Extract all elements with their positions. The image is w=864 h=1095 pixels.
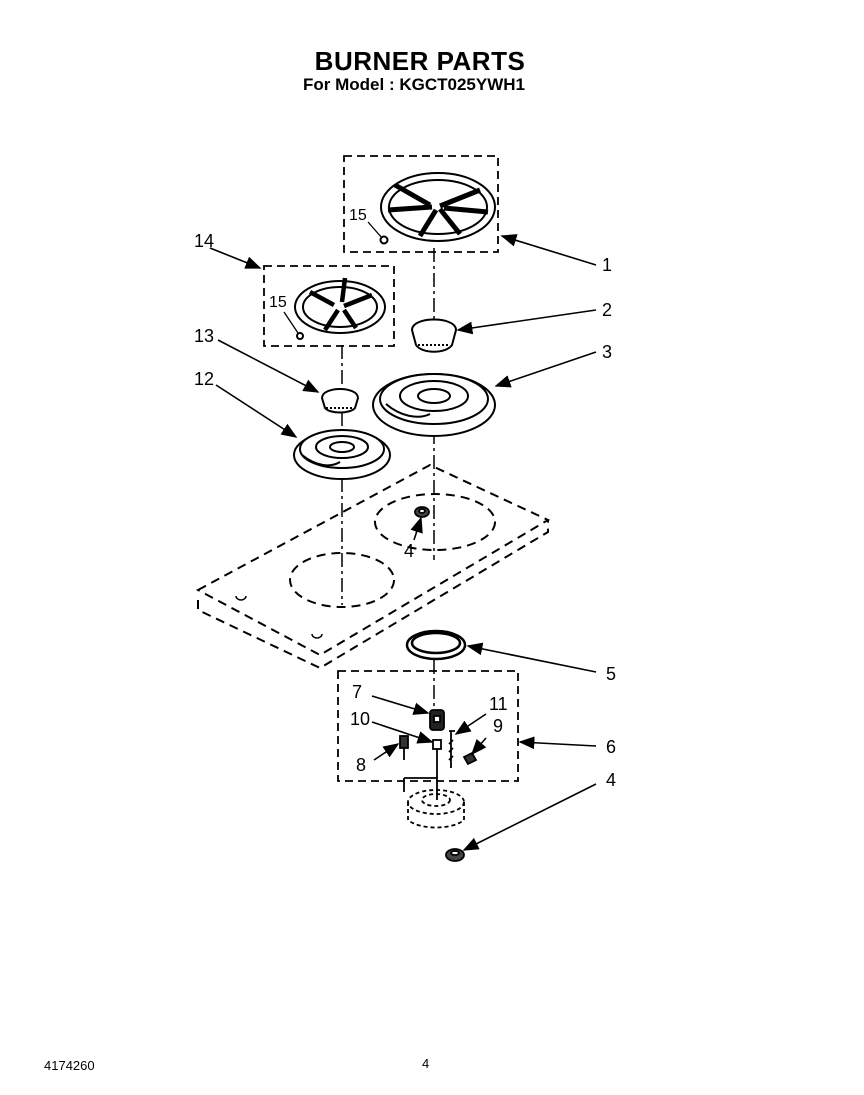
callout-9: 9 xyxy=(493,716,503,736)
small-grate-box xyxy=(263,265,395,347)
orifice-assembly-box xyxy=(337,670,519,782)
callout-1: 1 xyxy=(602,255,612,275)
small-burner-cap xyxy=(320,388,360,414)
callout-12: 12 xyxy=(194,369,214,389)
orifice-assembly-parts xyxy=(399,709,478,800)
cooktop-knob-marks xyxy=(235,595,323,639)
small-burner-grate xyxy=(294,277,386,340)
center-lines xyxy=(341,248,435,706)
callout-5: 5 xyxy=(606,664,616,684)
grate-locator-leaders xyxy=(283,221,383,334)
large-grate-box xyxy=(343,155,499,253)
callout-13: 13 xyxy=(194,326,214,346)
callout-4-upper: 4 xyxy=(404,541,414,561)
callout-6: 6 xyxy=(606,737,616,757)
model-subtitle: For Model : KGCT025YWH1 xyxy=(303,75,525,94)
callout-4-lower: 4 xyxy=(606,770,616,790)
gasket-ring xyxy=(405,629,467,661)
callout-14: 14 xyxy=(194,231,214,251)
page-title: BURNER PARTS xyxy=(314,46,526,76)
callout-15-large-grate: 15 xyxy=(349,207,367,224)
page-number: 4 xyxy=(422,1056,430,1071)
burner-valve-base xyxy=(407,789,465,829)
callout-8: 8 xyxy=(356,755,366,775)
large-burner-base xyxy=(372,373,496,437)
document-number: 4174260 xyxy=(44,1058,95,1073)
nut-upper xyxy=(414,506,430,518)
small-burner-base xyxy=(293,429,391,480)
callout-15-small-grate: 15 xyxy=(269,294,287,311)
large-burner-cap xyxy=(410,318,458,353)
nut-lower xyxy=(445,848,465,862)
cooktop-outline xyxy=(195,463,551,670)
large-burner-grate xyxy=(379,172,496,245)
callout-11: 11 xyxy=(489,694,508,714)
leader-lines xyxy=(209,234,597,851)
callout-3: 3 xyxy=(602,342,612,362)
callout-7: 7 xyxy=(352,682,362,702)
callout-10: 10 xyxy=(350,709,370,729)
callout-2: 2 xyxy=(602,300,612,320)
